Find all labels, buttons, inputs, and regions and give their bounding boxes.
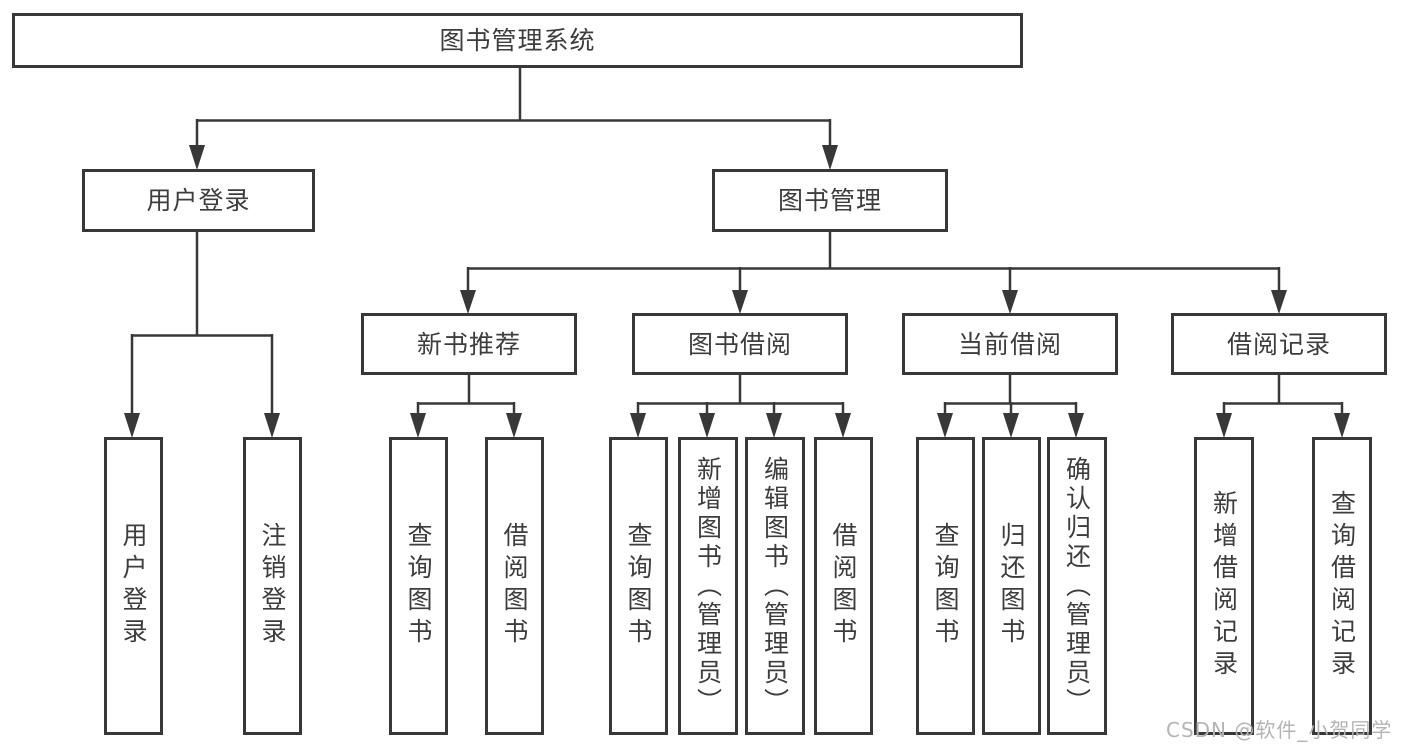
edges-user-login [130, 231, 274, 416]
node-leaf-query-books-1: 查询图书 [389, 437, 448, 735]
node-leaf-borrow-books-1-label: 借阅图书 [500, 522, 529, 650]
edges-root-arrowheads [189, 145, 838, 170]
node-borrow-records: 借阅记录 [1171, 313, 1387, 375]
node-leaf-add-books-admin-label: 新增图书（管理员） [693, 455, 723, 717]
node-current-borrowing: 当前借阅 [902, 313, 1118, 375]
node-leaf-user-login-label: 用户登录 [119, 522, 148, 650]
node-user-login-label: 用户登录 [146, 186, 251, 215]
node-leaf-add-books-admin: 新增图书（管理员） [678, 437, 738, 735]
node-leaf-add-borrow-record-label: 新增借阅记录 [1209, 490, 1239, 682]
node-leaf-query-borrow-record: 查询借阅记录 [1312, 437, 1372, 735]
node-leaf-logout: 注销登录 [243, 437, 302, 735]
edges-book-borrow [636, 374, 845, 416]
edges-root [195, 68, 832, 148]
edges-book-mgmt-arrowheads [460, 290, 1287, 314]
node-new-book-recommendation-label: 新书推荐 [416, 329, 521, 359]
node-leaf-query-books-2: 查询图书 [609, 437, 668, 735]
node-book-borrowing: 图书借阅 [632, 313, 848, 375]
node-leaf-confirm-return-admin-label: 确认归还（管理员） [1062, 455, 1092, 717]
edges-book-borrow-arrowheads [630, 413, 851, 438]
node-user-login: 用户登录 [82, 169, 315, 232]
node-library-management-system-label: 图书管理系统 [439, 26, 596, 55]
edges-book-mgmt [466, 231, 1281, 293]
node-library-management-system: 图书管理系统 [12, 13, 1023, 68]
edges-borrow-records-arrowheads [1216, 413, 1350, 438]
edges-new-book-rec-arrowheads [410, 413, 522, 438]
node-current-borrowing-label: 当前借阅 [957, 329, 1062, 359]
node-leaf-add-borrow-record: 新增借阅记录 [1194, 437, 1254, 735]
node-leaf-edit-books-admin-label: 编辑图书（管理员） [760, 455, 790, 717]
node-new-book-recommendation: 新书推荐 [361, 313, 577, 375]
node-leaf-query-books-3: 查询图书 [916, 437, 975, 735]
edges-borrow-records [1222, 374, 1344, 416]
node-leaf-query-books-3-label: 查询图书 [931, 522, 960, 650]
node-leaf-query-borrow-record-label: 查询借阅记录 [1327, 490, 1357, 682]
node-leaf-edit-books-admin: 编辑图书（管理员） [745, 437, 805, 735]
node-book-management-label: 图书管理 [777, 186, 882, 215]
edges-current-borrow [943, 374, 1078, 416]
node-leaf-return-books: 归还图书 [982, 437, 1041, 735]
node-leaf-borrow-books-2: 借阅图书 [814, 437, 873, 735]
edges-user-login-arrowheads [124, 413, 280, 438]
node-leaf-user-login: 用户登录 [104, 437, 163, 735]
node-leaf-return-books-label: 归还图书 [997, 522, 1026, 650]
node-leaf-logout-label: 注销登录 [258, 522, 287, 650]
node-book-management: 图书管理 [712, 169, 948, 232]
node-borrow-records-label: 借阅记录 [1226, 329, 1331, 359]
node-book-borrowing-label: 图书借阅 [687, 329, 792, 359]
node-leaf-borrow-books-2-label: 借阅图书 [829, 522, 858, 650]
csdn-watermark: CSDN @软件_小贺同学 [1166, 718, 1393, 742]
node-leaf-borrow-books-1: 借阅图书 [485, 437, 544, 735]
edges-new-book-rec [416, 374, 516, 416]
node-leaf-query-books-2-label: 查询图书 [624, 522, 653, 650]
edges-current-borrow-arrowheads [937, 413, 1084, 438]
node-leaf-query-books-1-label: 查询图书 [404, 522, 433, 650]
node-leaf-confirm-return-admin: 确认归还（管理员） [1047, 437, 1107, 735]
